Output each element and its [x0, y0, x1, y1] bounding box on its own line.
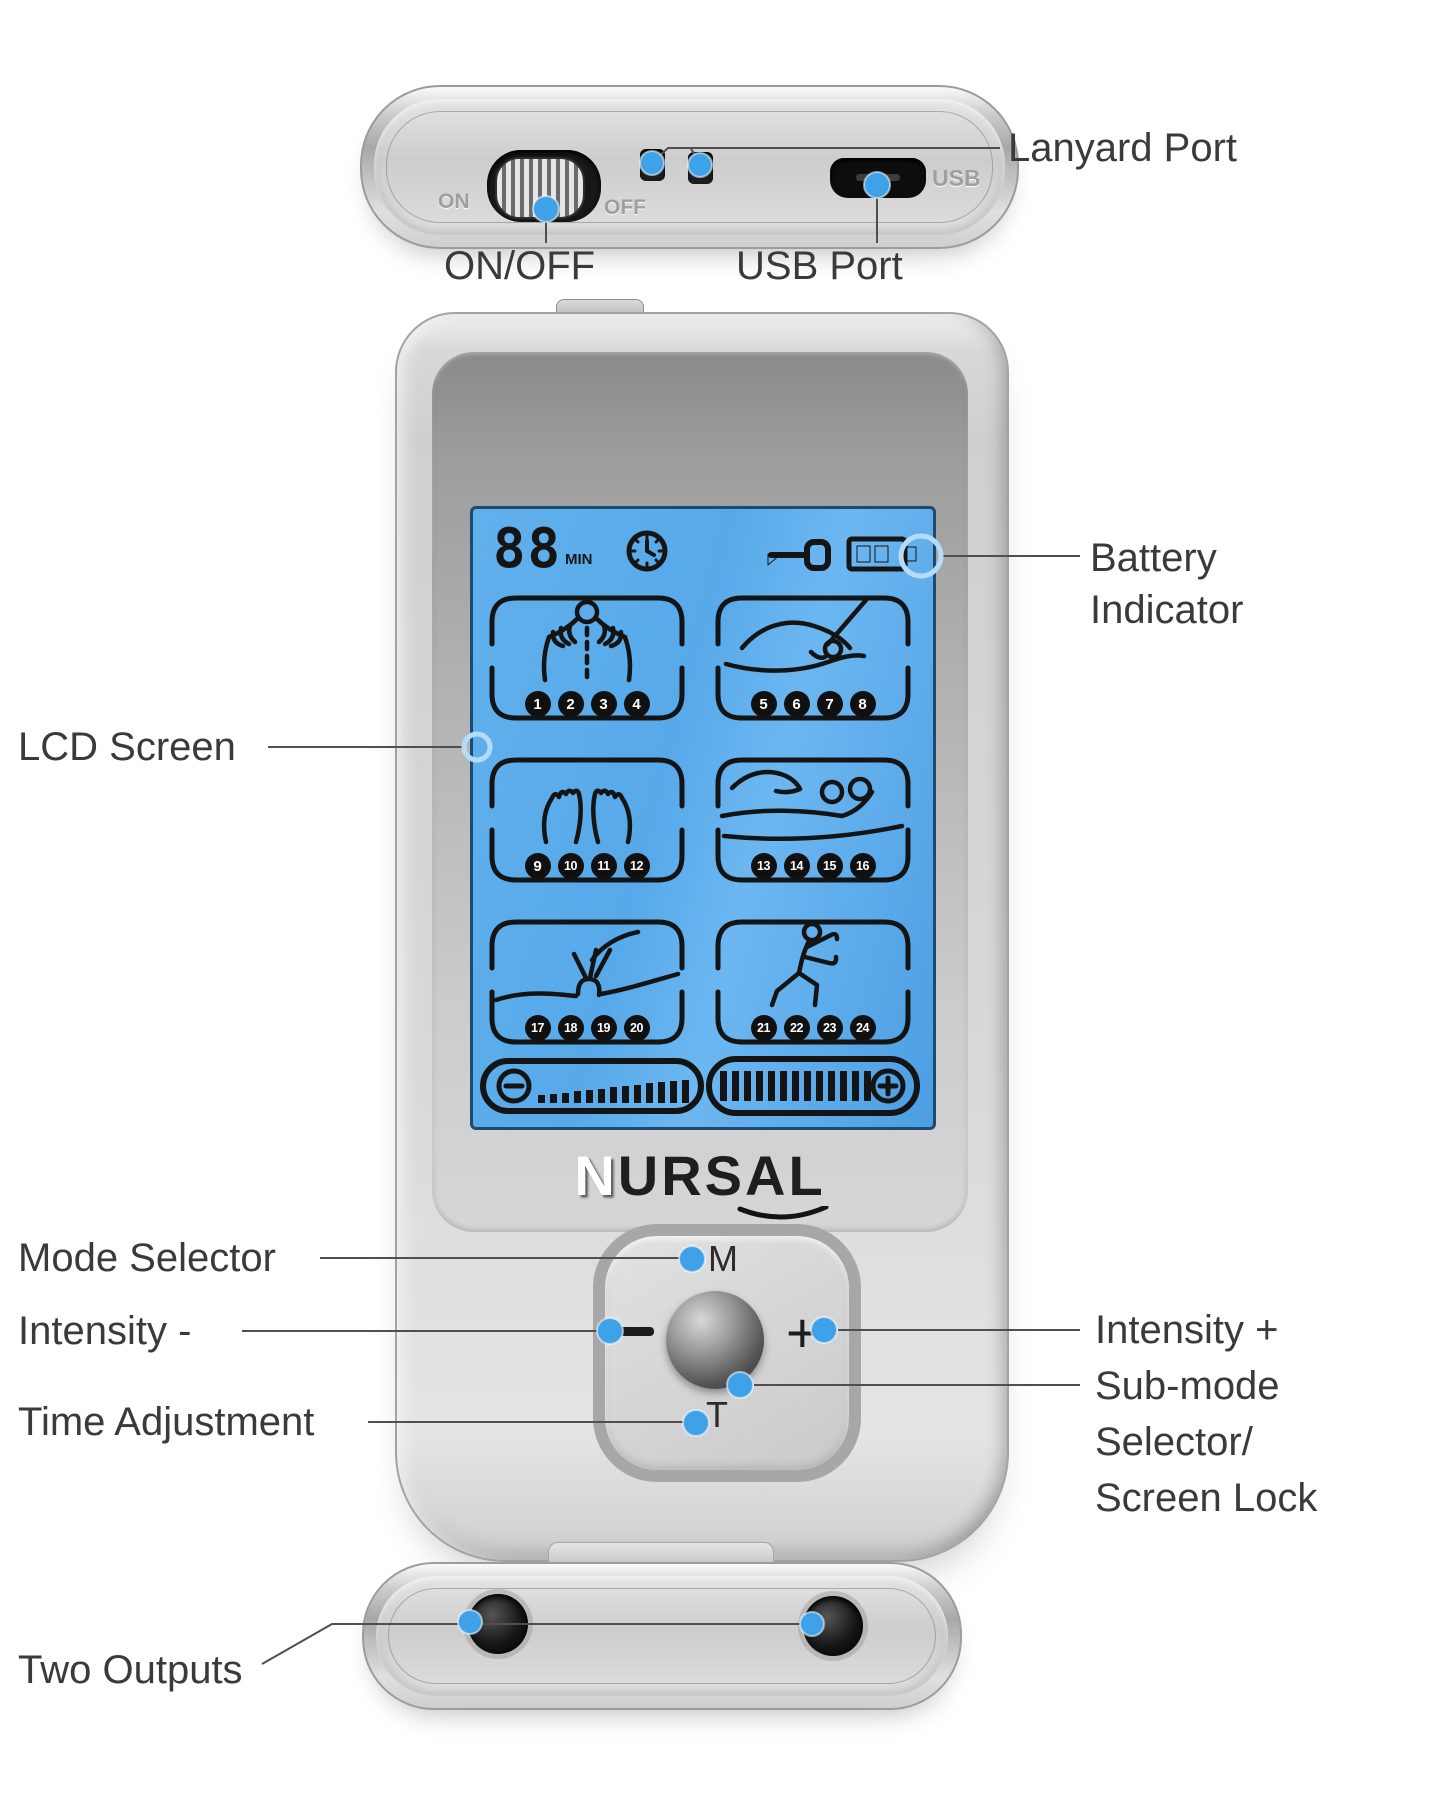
label-two-outputs: Two Outputs [18, 1648, 243, 1692]
cupping-massage-icon [719, 769, 905, 841]
label-lcd-screen: LCD Screen [18, 725, 236, 769]
output-jack-right [803, 1596, 863, 1656]
label-battery-indicator: Battery Indicator [1090, 536, 1244, 632]
label-time-adjustment: Time Adjustment [18, 1400, 315, 1444]
mode-numbers: 5 6 7 8 [714, 691, 912, 717]
mode-group-cell: 13 14 15 16 [714, 754, 912, 886]
battery-icon [846, 536, 917, 572]
mode-button-label: M [708, 1238, 738, 1279]
mode-number: 6 [783, 691, 810, 717]
mode-number: 7 [816, 691, 843, 717]
mode-number: 24 [849, 1015, 876, 1041]
mode-group-cell: 5 6 7 8 [714, 592, 912, 724]
mode-group-cell: 1 2 3 4 [488, 592, 686, 724]
label-lanyard-port: Lanyard Port [1008, 126, 1238, 170]
mode-number: 14 [783, 853, 810, 879]
sub-mode-button [666, 1291, 764, 1389]
mode-number: 13 [750, 853, 777, 879]
mode-numbers: 17 18 19 20 [488, 1015, 686, 1041]
top-view-engraved-outline [386, 111, 993, 223]
mode-group-cell: 17 18 19 20 [488, 916, 686, 1048]
usb-port-pins [856, 174, 900, 181]
mode-numbers: 21 22 23 24 [714, 1015, 912, 1041]
kneading-pinch-icon [493, 929, 681, 1003]
mode-number: 2 [557, 691, 584, 717]
mode-number: 9 [524, 853, 551, 879]
mode-number: 1 [524, 691, 551, 717]
mode-number: 8 [849, 691, 876, 717]
mode-number: 18 [557, 1015, 584, 1041]
time-button-label: T [706, 1394, 728, 1435]
mode-number: 15 [816, 853, 843, 879]
mode-number: 17 [524, 1015, 551, 1041]
lanyard-hole-left [640, 149, 665, 181]
logo-smile-arc [737, 1206, 829, 1220]
device-bottom-view [362, 1562, 962, 1710]
mode-number: 22 [783, 1015, 810, 1041]
label-intensity-minus: Intensity - [18, 1309, 192, 1353]
intensity-plus-button: + [786, 1301, 819, 1364]
mode-number: 21 [750, 1015, 777, 1041]
mode-number: 23 [816, 1015, 843, 1041]
intensity-bar-ticks [538, 1071, 871, 1103]
mode-number: 10 [557, 853, 584, 879]
mode-number: 19 [590, 1015, 617, 1041]
timer-unit: MIN [565, 551, 593, 568]
mode-numbers: 13 14 15 16 [714, 853, 912, 879]
clock-icon [626, 530, 668, 572]
lanyard-hole-right [688, 152, 713, 184]
mode-group-cell: 9 10 11 12 [488, 754, 686, 886]
key-lock-icon [767, 539, 831, 571]
label-mode-selector: Mode Selector [18, 1236, 276, 1280]
mode-number: 11 [590, 853, 617, 879]
cell-frame [489, 595, 685, 721]
mode-number: 20 [623, 1015, 650, 1041]
tai-chi-icon [769, 921, 840, 1008]
cell-frame [489, 919, 685, 1045]
tapping-hands-icon [541, 788, 633, 845]
label-intensity-plus-sub-mode: Intensity + Sub-mode Selector/ Screen Lo… [1095, 1308, 1318, 1520]
mode-number: 5 [750, 691, 777, 717]
brand-logo-rest: URSAL [617, 1144, 826, 1207]
label-on-off: ON/OFF [444, 244, 596, 288]
mode-number: 4 [623, 691, 650, 717]
mode-group-cell: 21 22 23 24 [714, 916, 912, 1048]
usb-engraving: USB [932, 165, 981, 191]
mode-numbers: 1 2 3 4 [488, 691, 686, 717]
intensity-bar [480, 1056, 920, 1116]
mode-number: 16 [849, 853, 876, 879]
cell-frame [715, 595, 911, 721]
timer-value: 88 [493, 517, 563, 580]
cell-frame [489, 757, 685, 883]
mode-numbers: 9 10 11 12 [488, 853, 686, 879]
on-engraving: ON [438, 190, 470, 213]
acupuncture-icon [723, 597, 869, 673]
cell-frame [715, 757, 911, 883]
off-engraving: OFF [604, 196, 646, 219]
brand-logo: NURSAL [432, 1143, 968, 1208]
label-usb-port: USB Port [736, 244, 903, 288]
intensity-minus-button [612, 1327, 654, 1336]
output-jack-left [468, 1594, 528, 1654]
brand-logo-first-letter: N [574, 1144, 618, 1207]
neck-shoulder-massage-icon [541, 599, 633, 683]
mode-number: 3 [590, 691, 617, 717]
power-switch-knob [495, 157, 585, 219]
mode-number: 12 [623, 853, 650, 879]
